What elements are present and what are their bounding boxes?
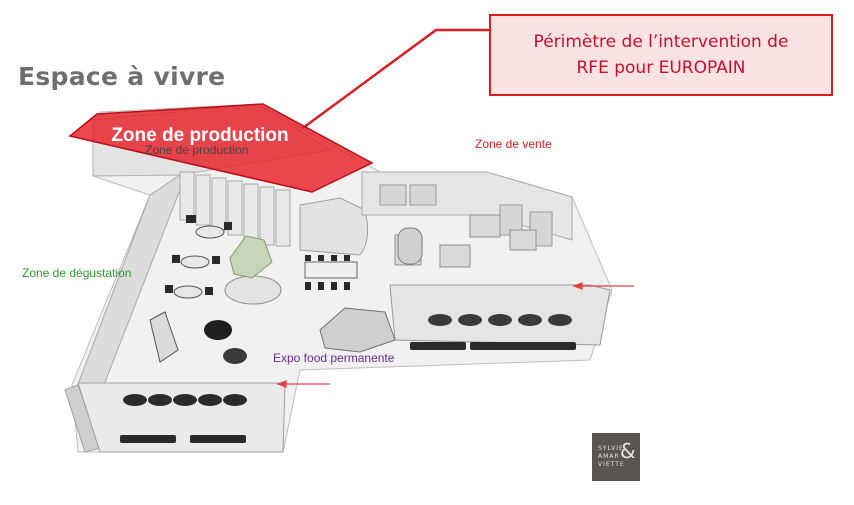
central-long-table (304, 261, 358, 279)
callout-leader-line (291, 28, 489, 138)
central-table-chairs (305, 255, 350, 290)
lounge-basket (223, 348, 247, 364)
bottom-display-items (123, 394, 247, 406)
central-curved-counter (299, 197, 369, 256)
tasting-tables (173, 225, 225, 299)
tree-planter (224, 275, 282, 305)
sale-zone-label: Zone de vente (475, 137, 552, 151)
logo-line-2: AMAR (598, 453, 620, 460)
left-outer-wall (71, 174, 181, 401)
intervention-callout: Périmètre de l’intervention de RFE pour … (489, 14, 833, 96)
production-zone-label: Zone de production (145, 143, 248, 157)
lounge-shelf (149, 311, 179, 363)
expo-vitrine-items (428, 314, 572, 326)
sale-shelving (379, 184, 553, 247)
expo-zone-label: Expo food permanente (273, 351, 395, 365)
production-zone-highlight (68, 103, 374, 193)
lounge-pouf (204, 320, 232, 340)
tree-foliage (229, 235, 273, 279)
bottom-benches (120, 342, 576, 443)
logo-line-3: VIETTE (598, 461, 625, 468)
production-panels (179, 171, 291, 247)
sylvie-amar-logo: SYLVIE AMAR VIETTE & (592, 433, 640, 481)
pointer-arrows (276, 282, 634, 388)
production-zone-highlight-label: Zone de production (111, 125, 288, 146)
tasting-zone-label: Zone de dégustation (22, 266, 131, 280)
logo-ampersand: & (620, 439, 636, 463)
bread-display-pile (319, 307, 396, 353)
sale-kiosk (397, 227, 423, 265)
page-title: Espace à vivre (18, 62, 226, 91)
bottom-display-wall (77, 382, 286, 453)
logo-line-1: SYLVIE (598, 445, 624, 452)
tasting-chairs (165, 215, 232, 295)
callout-line-2: RFE pour EUROPAIN (576, 58, 746, 78)
callout-line-1: Périmètre de l’intervention de (533, 32, 789, 52)
